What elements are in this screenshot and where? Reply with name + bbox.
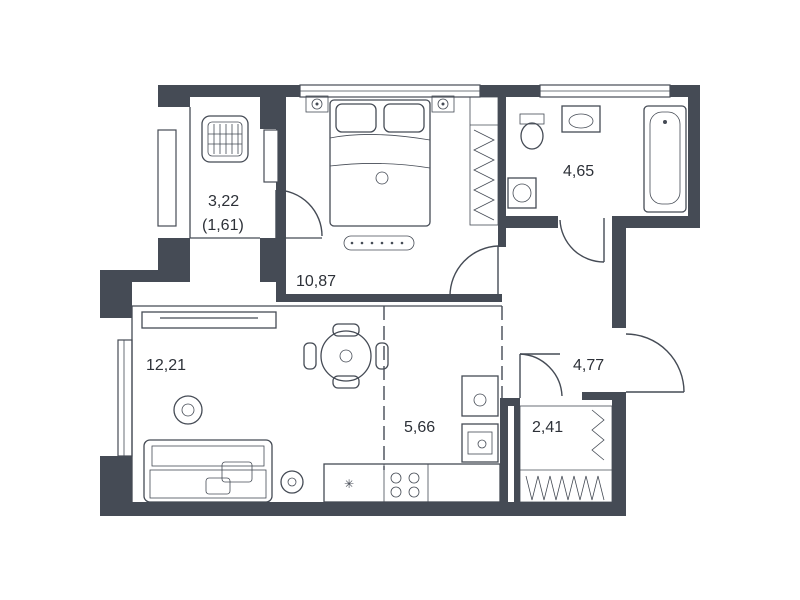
bedroom-wardrobe: [469, 96, 499, 226]
living-room-window: [117, 339, 133, 457]
closet-shelving: [519, 405, 613, 503]
kitchen-area-label: 5,66: [404, 419, 435, 436]
nightstand-left-lamp: [305, 95, 329, 113]
balcony-chair: [201, 115, 249, 163]
balcony-window-right: [263, 129, 279, 183]
windows: [117, 84, 671, 457]
kitchen-counter: ✳: [323, 463, 501, 503]
plant: [173, 395, 203, 425]
walls: [100, 85, 700, 516]
entrance-door: [625, 333, 685, 393]
bedroom-area-label: 10,87: [296, 273, 336, 290]
balcony-window-left: [157, 129, 177, 227]
doors: [275, 189, 685, 398]
sofa: [143, 439, 273, 503]
room-labels: 3,22 (1,61) 10,87 4,65 12,21 5,66 4,77 2…: [146, 163, 604, 436]
furniture: ✳: [141, 95, 687, 503]
bedroom-door: [449, 245, 499, 298]
dining-set: [303, 323, 389, 389]
nightstand-right-lamp: [431, 95, 455, 113]
tv-unit: [141, 311, 277, 329]
toilet: [519, 113, 545, 150]
closet-area-label: 2,41: [532, 419, 563, 436]
bed: [329, 99, 431, 251]
bathroom-sink: [561, 105, 601, 133]
balcony-area-label: 3,22: [208, 193, 239, 210]
bathroom-door: [559, 218, 605, 263]
living-room-area-label: 12,21: [146, 357, 186, 374]
kitchen-appliances: [461, 375, 499, 463]
bathtub: [643, 105, 687, 213]
interior-lines: [131, 107, 503, 502]
washing-machine: [507, 177, 537, 209]
svg-text:✳: ✳: [344, 477, 354, 491]
bathroom-area-label: 4,65: [563, 163, 594, 180]
closet-door: [519, 353, 563, 398]
hallway-area-label: 4,77: [573, 357, 604, 374]
balcony-door: [275, 189, 323, 238]
side-table: [280, 470, 304, 494]
balcony-reduced-area-label: (1,61): [202, 217, 244, 234]
